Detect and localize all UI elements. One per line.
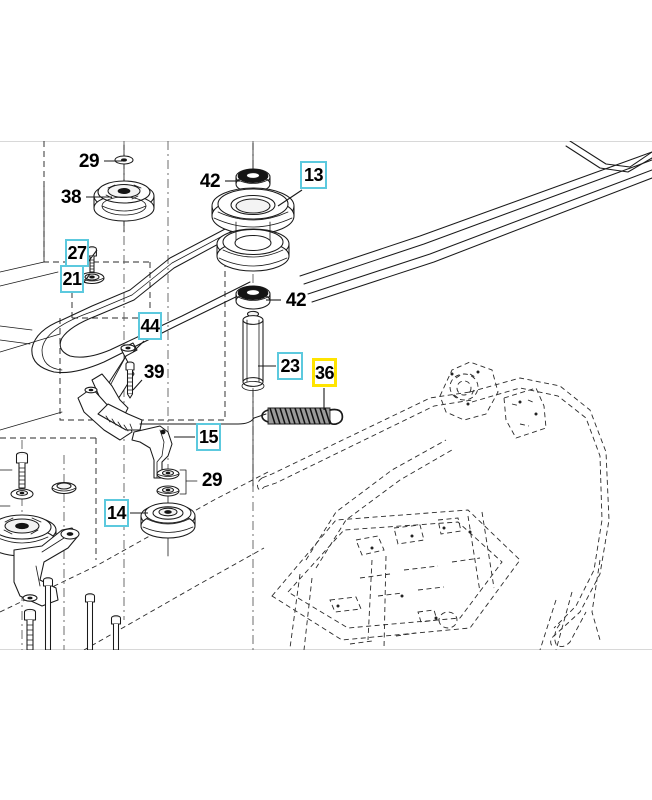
part-38-idler-pulley	[93, 144, 155, 233]
part-39-bolt	[125, 361, 135, 399]
phantom-frame-geometry	[0, 361, 610, 650]
part-36-extension-spring	[139, 407, 344, 426]
part-29-washer-top	[114, 155, 134, 165]
callout-44[interactable]: 44	[138, 312, 162, 340]
part-29-washer-pair	[156, 468, 198, 497]
part-27-21-fastener-stack	[79, 246, 105, 285]
callout-42[interactable]: 42	[285, 289, 307, 311]
callout-21[interactable]: 21	[60, 265, 84, 293]
callout-38[interactable]: 38	[60, 186, 82, 208]
callout-23[interactable]: 23	[277, 352, 303, 380]
callout-14[interactable]: 14	[104, 499, 129, 527]
part-13-double-pulley-assembly	[211, 142, 295, 310]
bottom-bolts	[42, 577, 122, 650]
callout-15[interactable]: 15	[196, 423, 221, 451]
part-23-spacer-sleeve	[241, 310, 265, 487]
callout-36-highlighted[interactable]: 36	[312, 358, 337, 387]
callout-13[interactable]: 13	[300, 161, 327, 189]
part-14-idler-pulley	[140, 495, 196, 557]
part-42-bearing-bottom	[235, 285, 271, 310]
callout-39[interactable]: 39	[143, 361, 165, 383]
left-idler-assembly	[0, 451, 122, 650]
callout-27[interactable]: 27	[65, 239, 89, 267]
drawing-body	[0, 141, 652, 650]
callout-29[interactable]: 29	[201, 469, 223, 491]
callout-29[interactable]: 29	[78, 150, 100, 172]
part-44-tensioner-bracket	[77, 342, 143, 441]
callout-42[interactable]: 42	[199, 170, 221, 192]
drive-belts	[0, 141, 652, 374]
